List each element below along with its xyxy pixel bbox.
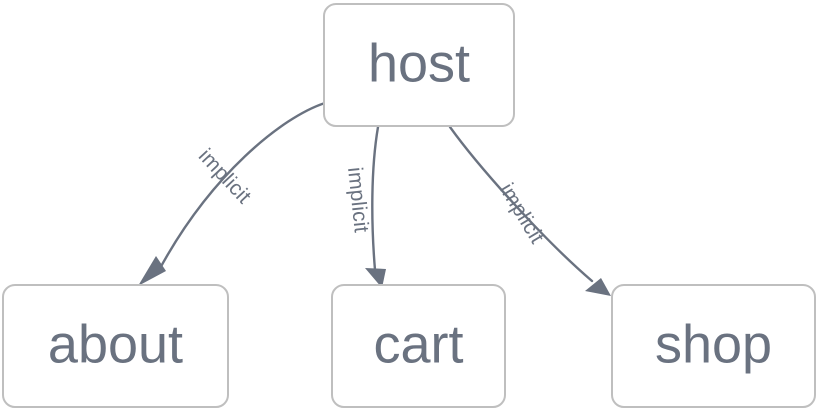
arrowhead-icon-host-about <box>138 256 166 286</box>
node-label-about: about <box>48 314 183 374</box>
edge-label-host-shop: implicit <box>495 179 549 247</box>
node-box-host <box>323 3 515 127</box>
edge-host-cart[interactable]: implicit <box>343 125 386 288</box>
node-box-shop <box>611 284 816 408</box>
arrowhead-icon-host-shop <box>585 278 611 296</box>
node-box-cart <box>331 284 506 408</box>
node-about[interactable]: about <box>2 284 229 408</box>
edge-host-about[interactable]: implicit <box>138 101 327 286</box>
node-cart[interactable]: cart <box>331 284 506 408</box>
edge-path-host-about <box>156 101 327 274</box>
edge-path-host-shop <box>448 125 594 283</box>
node-shop[interactable]: shop <box>611 284 816 408</box>
edge-label-host-cart: implicit <box>343 166 373 234</box>
node-label-cart: cart <box>373 314 463 374</box>
node-host[interactable]: host <box>323 3 515 127</box>
node-box-about <box>2 284 229 408</box>
edge-host-shop[interactable]: implicit <box>448 125 611 296</box>
arrowhead-icon-host-cart <box>365 268 386 288</box>
edge-path-host-cart <box>371 125 380 272</box>
node-label-shop: shop <box>655 314 772 374</box>
node-label-host: host <box>368 33 470 93</box>
